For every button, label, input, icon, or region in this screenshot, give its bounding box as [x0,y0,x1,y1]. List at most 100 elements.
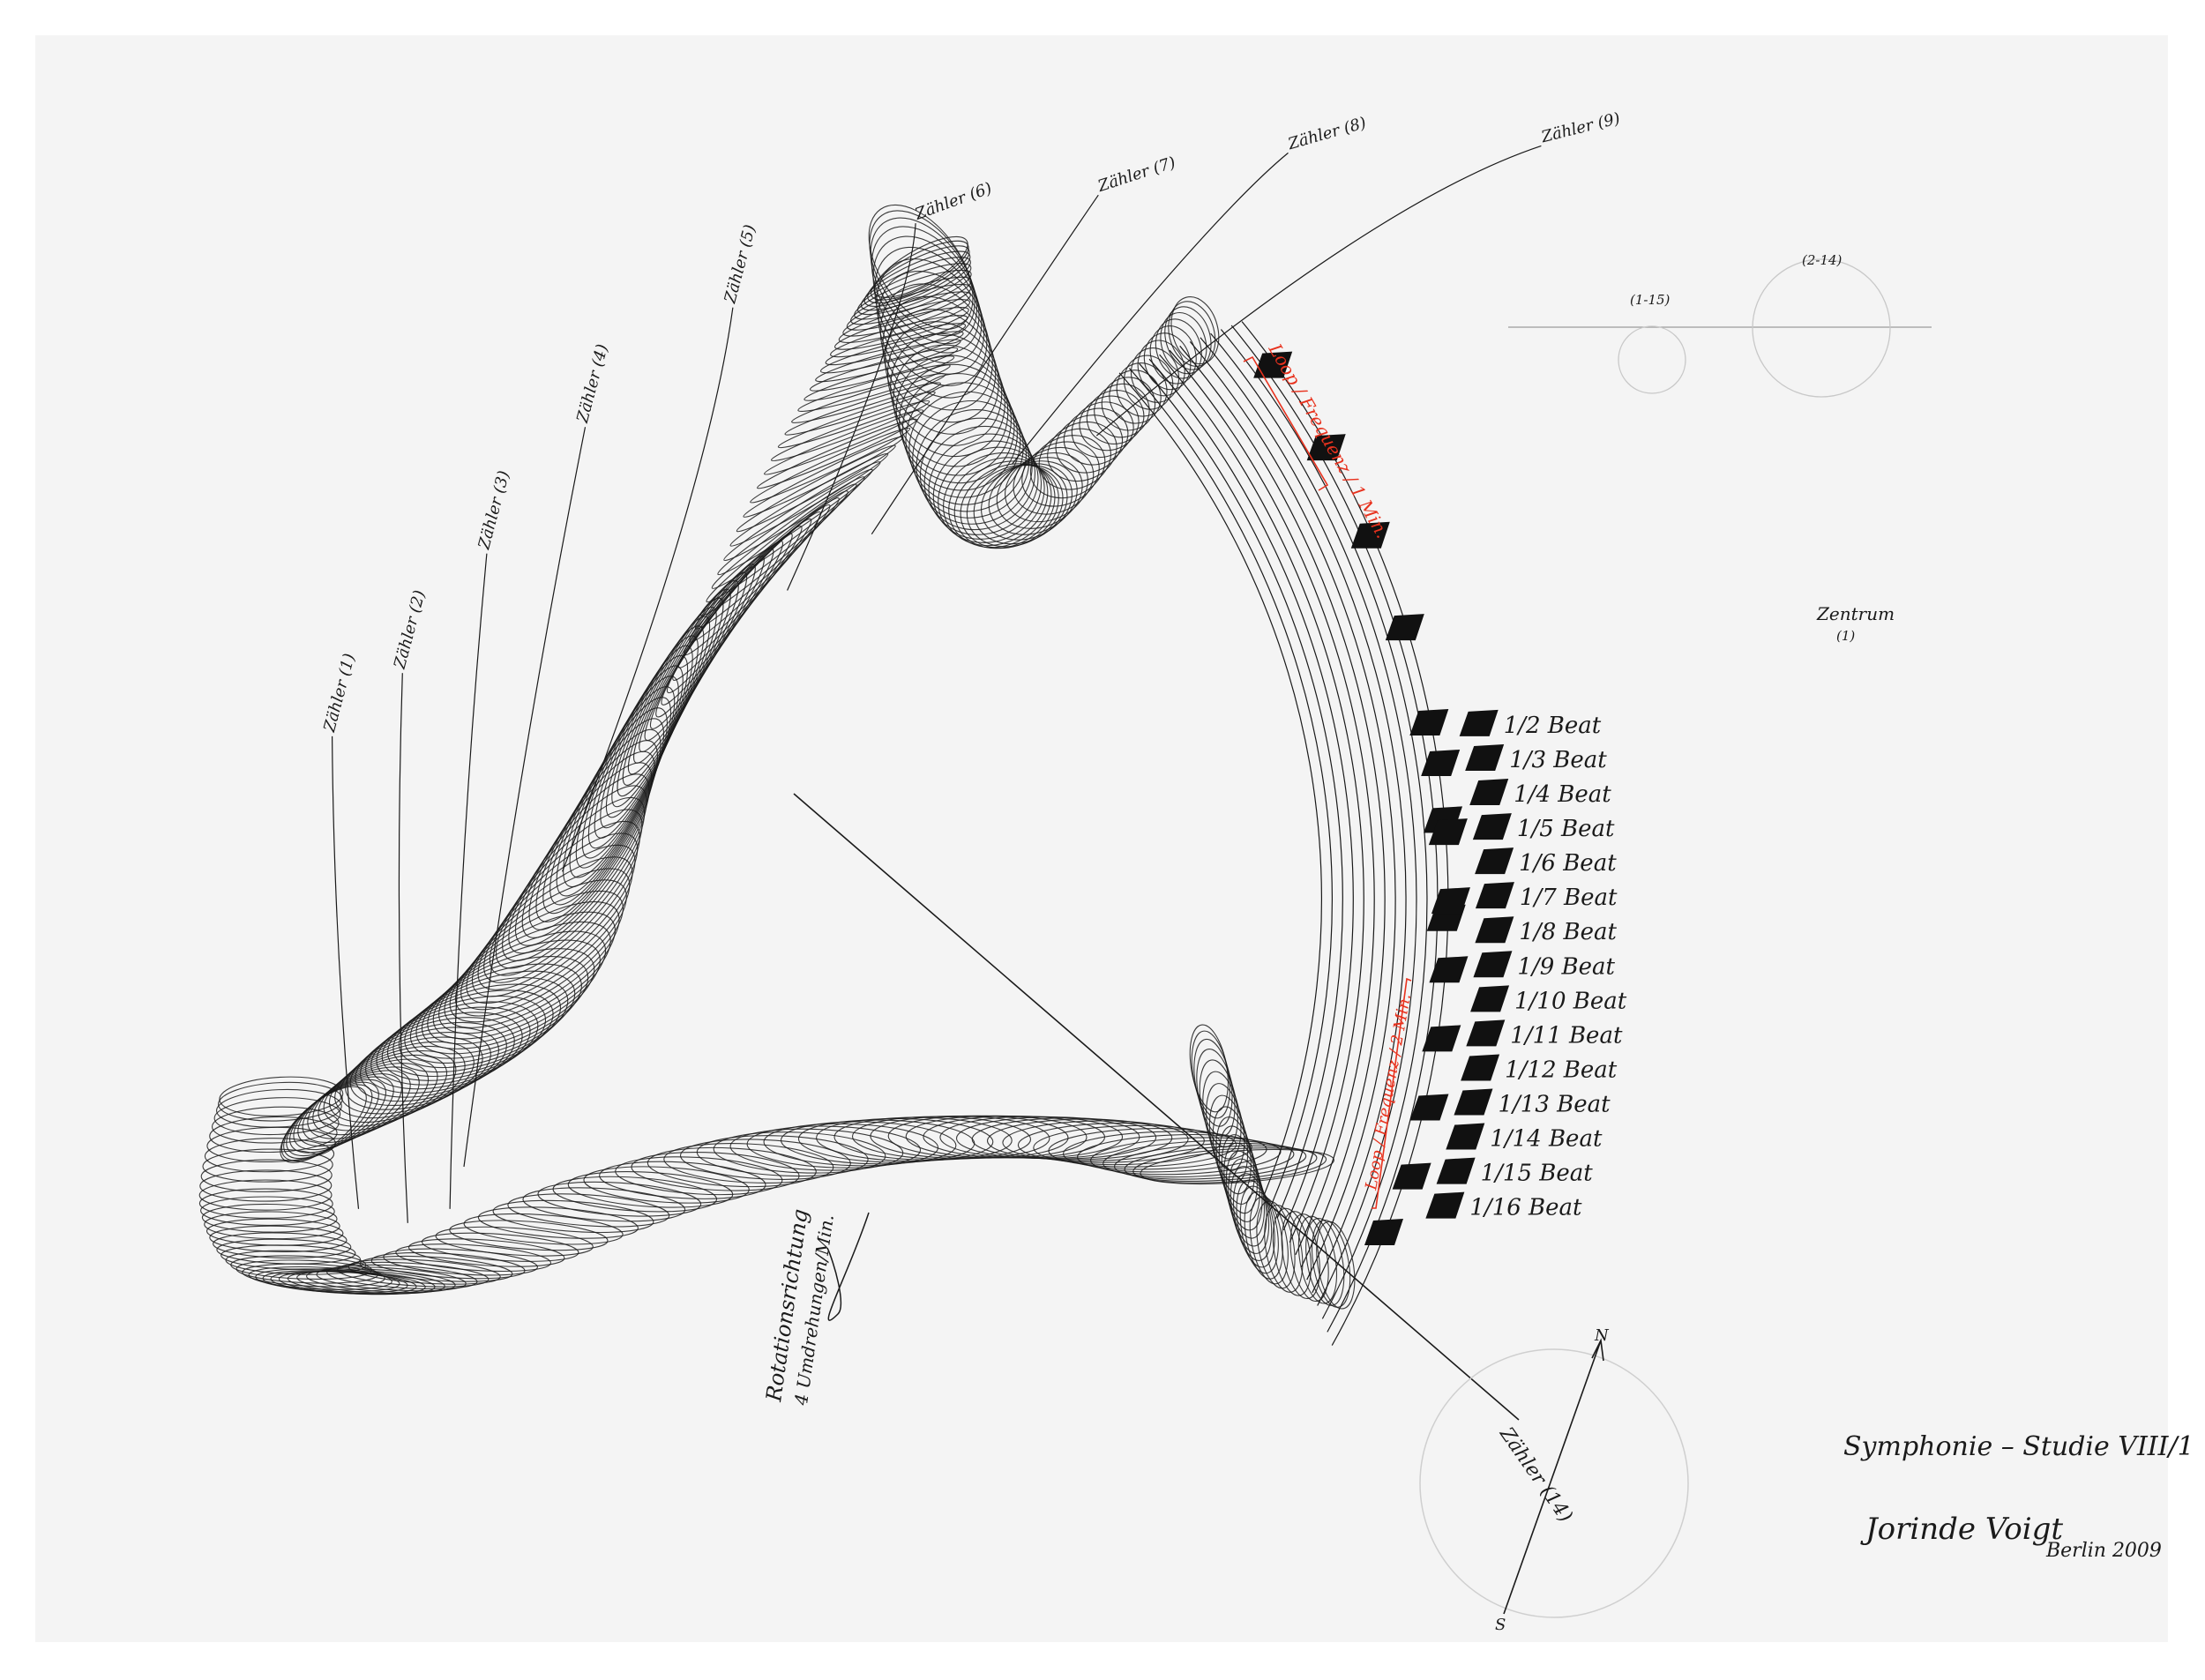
loop-ellipse [1063,1131,1252,1170]
loop-ellipse [1149,325,1197,385]
small-circle [1618,325,1686,394]
arc-line [1128,368,1333,1207]
loop-ellipse [677,518,812,668]
counter-ray [562,307,734,872]
loop-ellipse [700,490,848,616]
loop-ellipse [1155,318,1202,379]
loop-ellipse [199,1169,333,1202]
arc-line [1169,349,1375,1255]
diagonal-line [793,793,1520,1421]
beat-block [1475,847,1514,875]
loop-ellipse [797,1119,975,1163]
loop-ellipse [340,1036,483,1115]
loop-ellipse [679,1139,851,1180]
arc-line [1148,358,1354,1231]
loop-ellipse [816,1117,994,1162]
loop-ellipse [830,315,968,358]
loop-ellipse [211,1106,340,1144]
arc-line [1118,372,1322,1195]
loop-ellipse [750,427,911,504]
loop-ellipse [893,344,1009,467]
beat-label: 1/16 Beat [1469,1195,1582,1221]
loop-ellipse [415,955,589,1055]
beat-block [1409,709,1449,736]
loop-ellipse [248,1266,392,1290]
loop-ellipse [736,444,896,533]
arc-line [1159,354,1364,1243]
counter-ray [1095,145,1542,437]
counter-rays [332,145,1542,1223]
loop-ellipse [1244,1191,1283,1280]
loop-ellipse [334,1041,475,1119]
beat-block [1469,779,1509,806]
loop-ellipse [899,363,1015,484]
loop-ellipse [1164,306,1212,370]
beat-block [1421,749,1461,776]
loop-ellipse [216,1088,342,1128]
loop-ellipse [202,1148,333,1183]
loop-ellipse [819,331,964,374]
loop-ellipse [216,1238,356,1265]
beat-label: 1/8 Beat [1519,919,1617,945]
loop-ellipse [694,497,840,630]
loop-ellipse [1230,1166,1270,1254]
loop-ellipse [262,1270,408,1294]
beat-block [1466,1019,1506,1047]
loop-ellipse [857,263,972,316]
center-sublabel: (1) [1836,628,1855,644]
loop-ellipse [201,1203,338,1233]
beat-block [1306,434,1346,461]
arc-line [1220,329,1428,1319]
loop-ellipse [923,425,1036,531]
loop-ellipse [833,1116,1013,1161]
loop-ellipse [507,1193,670,1228]
loop-ellipse [218,1081,343,1122]
loop-ellipse [204,1211,340,1240]
beat-label: 1/14 Beat [1490,1126,1603,1153]
loop-ellipse [567,1171,734,1208]
loop-ellipse [777,391,936,449]
beat-block [1385,614,1424,641]
loop-ellipse [784,382,941,436]
loop-ellipse [871,226,980,354]
loop-ellipse [757,418,917,489]
north-arrow-icon [1591,1338,1604,1362]
artwork-title: Symphonie – Studie VIII/1 [1843,1431,2194,1462]
loop-ellipse [1005,452,1088,523]
loop-ellipse [882,295,997,423]
large-circle-label: (2-14) [1802,252,1842,268]
beat-block [1473,951,1513,978]
beat-block [1454,1088,1493,1116]
large-circle [1752,258,1891,398]
loop-ellipse [647,1146,817,1188]
beat-block [1431,887,1470,915]
beat-label: 1/5 Beat [1517,816,1615,842]
loop-ellipse [306,1268,456,1293]
loop-ellipse [953,460,1056,549]
loop-ellipse [492,1199,654,1234]
loop-ellipse [213,1097,341,1136]
loop-ellipse [360,1017,515,1098]
loop-ellipse [537,1181,702,1217]
loop-ellipse [1021,441,1100,507]
loop-ellipse [996,457,1083,529]
beat-block [1392,1162,1431,1190]
beat-block [1465,743,1505,771]
loop-ellipse [879,283,993,411]
loop-ellipse [549,718,665,906]
loop-ellipse [209,1225,348,1252]
beat-blocks [1253,351,1514,1245]
loop-ellipse [209,1116,338,1154]
loop-ellipse [948,457,1052,549]
loop-ellipse [477,1206,639,1239]
loop-ellipse [200,1196,335,1226]
loop-ellipse [198,1179,333,1211]
beat-block [1350,521,1390,549]
loop-ellipse [575,676,679,869]
loop-ribbon [198,204,1356,1310]
paper [35,35,2168,1642]
loop-ellipse [797,364,951,412]
loop-ellipse [255,1268,400,1293]
beat-label: 1/15 Beat [1481,1161,1594,1187]
